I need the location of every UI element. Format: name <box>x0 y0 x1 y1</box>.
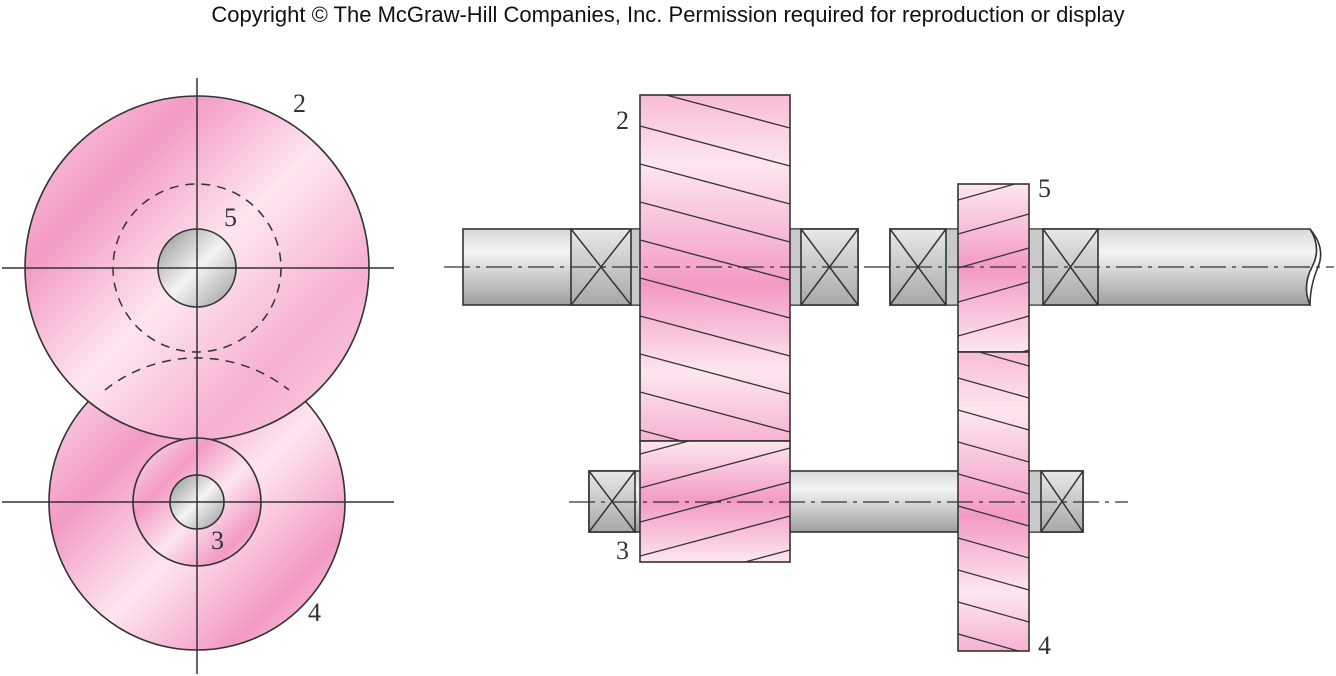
copyright-notice: Copyright © The McGraw-Hill Companies, I… <box>211 2 1125 27</box>
label-gear-2-end: 2 <box>293 89 306 118</box>
gear-5-side <box>957 183 1030 353</box>
label-gear-2-side: 2 <box>616 106 629 135</box>
end-view: 2 5 3 4 <box>2 78 394 674</box>
label-gear-4-end: 4 <box>308 598 321 627</box>
side-view: 2 5 3 4 <box>444 94 1334 660</box>
label-gear-5-end: 5 <box>224 203 237 232</box>
label-gear-5-side: 5 <box>1038 174 1051 203</box>
label-gear-4-side: 4 <box>1038 631 1051 660</box>
label-gear-3-side: 3 <box>616 536 629 565</box>
gear-2-side <box>639 94 791 442</box>
gear-4-side <box>957 351 1030 652</box>
label-gear-3-end: 3 <box>211 526 224 555</box>
